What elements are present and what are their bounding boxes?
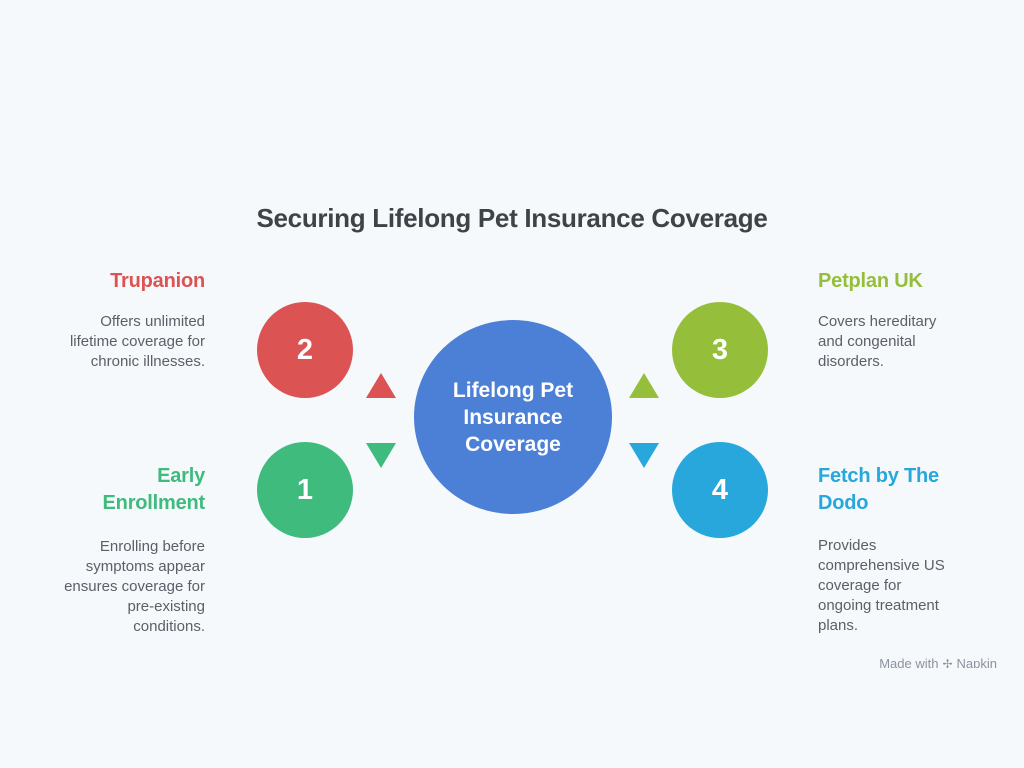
center-circle: Lifelong Pet Insurance Coverage [414,320,612,514]
arrow-down-triangle-icon [629,443,659,468]
watermark-brand: Napkin [956,656,997,668]
page-title: Securing Lifelong Pet Insurance Coverage [256,203,768,233]
node-description-early-enrollment: Enrolling before symptoms appear ensures… [64,538,205,635]
node-heading-early-enrollment: Early Enrollment [102,465,206,514]
pen-nib-icon: ✢ [942,657,953,668]
node-circle-trupanion: 2 [257,302,353,398]
node-heading-trupanion: Trupanion [110,270,205,292]
watermark-prefix: Made with [879,656,939,668]
node-number: 1 [296,473,314,506]
arrow-up-triangle-icon [366,373,396,398]
node-heading-petplan-uk: Petplan UK [818,270,923,292]
node-circle-fetch-by-the-dodo: 4 [672,442,768,538]
node-number: 3 [711,333,729,366]
node-number: 4 [711,473,729,506]
node-description-trupanion: Offers unlimited lifetime coverage for c… [69,313,205,370]
node-circle-early-enrollment: 1 [257,442,353,538]
arrow-up-triangle-icon [629,373,659,398]
node-heading-fetch-by-the-dodo: Fetch by The Dodo [818,465,939,514]
node-circle-petplan-uk: 3 [672,302,768,398]
napkin-watermark-link[interactable]: Made with ✢ Napkin [879,655,997,668]
arrow-down-triangle-icon [366,443,396,468]
node-description-fetch-by-the-dodo: Provides comprehensive US coverage for o… [818,537,945,634]
node-number: 2 [296,333,314,366]
node-description-petplan-uk: Covers hereditary and congenital disorde… [818,313,937,370]
center-label: Lifelong Pet Insurance Coverage [452,378,574,456]
